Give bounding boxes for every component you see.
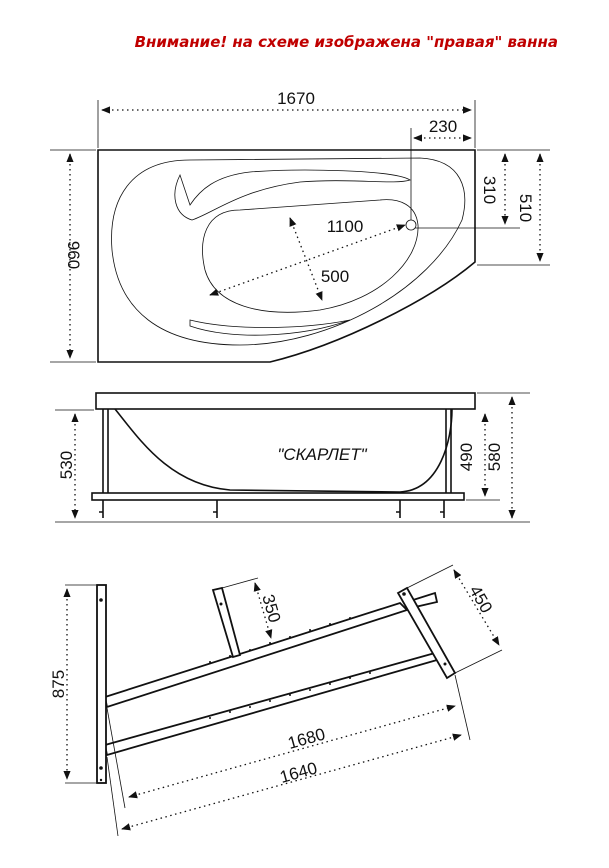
drain-icon bbox=[405, 219, 417, 231]
dim-right-side: 510 bbox=[516, 194, 535, 222]
tub-armrest bbox=[189, 319, 351, 336]
tub-rim bbox=[95, 392, 476, 410]
lower-beam bbox=[103, 651, 439, 757]
frame-legs bbox=[99, 500, 445, 518]
dim-frame-height: 875 bbox=[49, 670, 68, 698]
dim-short-leg: 350 bbox=[258, 592, 284, 625]
dim-total-height: 580 bbox=[485, 443, 504, 471]
tub-body bbox=[114, 408, 453, 493]
dim-long-leg: 450 bbox=[465, 582, 496, 616]
dim-inner-length: 1100 bbox=[327, 217, 364, 236]
dim-bowl-height: 490 bbox=[457, 443, 476, 471]
vertical-post bbox=[96, 584, 107, 784]
tub-rim-inner bbox=[111, 157, 466, 346]
frame-view: 875 350 450 1680 1640 bbox=[49, 564, 503, 837]
dim-drain-x: 230 bbox=[429, 117, 457, 136]
dim-inner-width: 500 bbox=[321, 267, 349, 286]
dim-lower-beam: 1640 bbox=[278, 758, 320, 786]
dim-drain-y: 310 bbox=[480, 176, 499, 204]
warning-text: Внимание! на схеме изображена "правая" в… bbox=[135, 33, 558, 51]
dim-length: 1670 bbox=[277, 89, 315, 108]
tub-headrest bbox=[174, 169, 411, 221]
dim-width: 960 bbox=[64, 241, 83, 269]
top-view: 1670 230 960 310 510 1100 500 bbox=[50, 89, 550, 363]
dim-upper-beam: 1680 bbox=[286, 724, 328, 752]
tub-outline bbox=[97, 149, 476, 363]
side-view: "СКАРЛЕТ" 530 490 580 bbox=[55, 392, 530, 523]
model-name: "СКАРЛЕТ" bbox=[277, 445, 367, 464]
dim-frame-height: 530 bbox=[57, 451, 76, 479]
short-leg bbox=[211, 586, 242, 659]
tub-bowl bbox=[202, 199, 419, 313]
frame-bar bbox=[91, 492, 465, 501]
upper-beam bbox=[103, 601, 409, 709]
